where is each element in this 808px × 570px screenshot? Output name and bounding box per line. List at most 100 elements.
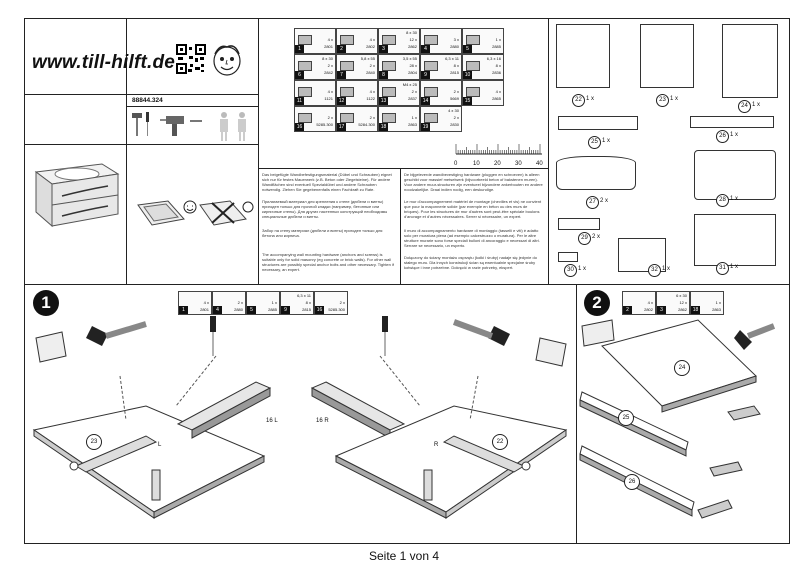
hardware-item: 2 4 x 2802 [336, 28, 378, 54]
hardware-qty: 4 x [327, 37, 333, 42]
hardware-part-icon [424, 61, 438, 71]
panel-label: 24 [674, 360, 690, 376]
note-pl: Dołączony do ściany montażu osprzętu (ko… [404, 255, 537, 270]
panel-label: 22 [492, 434, 508, 450]
hardware-code: 5669 [450, 96, 459, 101]
part-code: 2801 [200, 307, 209, 312]
ruler-tick-label: 30 [515, 161, 522, 167]
side-label: L [158, 442, 162, 448]
panel-number: 26 [716, 130, 729, 143]
hardware-code: 2836 [492, 70, 501, 75]
panel-part [558, 252, 578, 262]
hardware-number: 5 [463, 45, 472, 53]
hardware-number: 2 [337, 45, 346, 53]
hardware-code: 1122 [366, 96, 375, 101]
panel-part [722, 24, 778, 98]
part-code: 2862 [678, 307, 687, 312]
panel-label: 23 [86, 434, 102, 450]
panel-part [558, 218, 600, 230]
part-number: 4 [213, 306, 222, 314]
step-number: 1 [33, 290, 59, 316]
hardware-code: 2840 [366, 70, 375, 75]
hardware-qty: 4 x [369, 37, 375, 42]
panel-part [556, 156, 636, 190]
rail-label: 16 L [266, 418, 278, 424]
hardware-part-icon [382, 35, 396, 45]
website-brand: www.till-hilft.de [32, 52, 176, 73]
use-floor-protection-hint [134, 195, 254, 235]
panel-qty: 1 x [602, 138, 611, 144]
hardware-number: 18 [379, 123, 388, 131]
hardware-number: 19 [421, 123, 430, 131]
note-fr: Le mur d'accompagnement matériel de mont… [404, 199, 542, 219]
part-qty: 12 x [679, 300, 687, 305]
hardware-number: 1 [295, 45, 304, 53]
panel-qty: 2 x [600, 198, 609, 204]
hardware-size: 3,5 x 55 [402, 56, 417, 61]
panel-qty: 1 x [752, 102, 761, 108]
hardware-number: 4 [421, 45, 430, 53]
part-qty: 1 x [271, 300, 277, 305]
hardware-part-icon [424, 87, 438, 97]
part-number: 5 [247, 306, 256, 314]
ruler-tick-label: 20 [494, 161, 501, 167]
divider [126, 18, 127, 284]
hardware-number: 9 [421, 71, 430, 79]
panel-qty: 1 x [662, 266, 671, 272]
part-qty: 4 x [647, 300, 653, 305]
step-part-item: 4 2 x 2880 [212, 291, 246, 315]
drill-icon [160, 116, 184, 136]
panel-part [556, 24, 610, 88]
hardware-code: 2837 [408, 96, 417, 101]
hardware-code: 2802 [366, 44, 375, 49]
panel-qty: 2 x [592, 234, 601, 240]
instruction-sheet [24, 18, 790, 544]
hardware-qty: 2 x [369, 63, 375, 68]
hardware-qty: 3 x [453, 37, 459, 42]
divider [126, 106, 258, 107]
divider [548, 18, 549, 284]
part-code: 5285.300 [328, 307, 345, 312]
hardware-qty: 2 x [327, 63, 333, 68]
divider [576, 284, 577, 544]
divider [258, 168, 548, 169]
part-qty: 8 x [305, 300, 311, 305]
hardware-part-icon [466, 87, 480, 97]
part-qty: 2 x [237, 300, 243, 305]
hardware-code: 5285.300 [316, 122, 333, 127]
part-qty: 2 x [339, 300, 345, 305]
hardware-code: 5284.300 [358, 122, 375, 127]
hardware-number: 12 [337, 97, 346, 105]
panel-qty: 1 x [586, 96, 595, 102]
panel-label: 26 [624, 474, 640, 490]
person-icon [220, 112, 228, 141]
hardware-number: 11 [295, 97, 304, 105]
panel-number: 27 [586, 196, 599, 209]
divider [400, 168, 401, 284]
hardware-qty: 2 x [411, 89, 417, 94]
article-number: 88844.324 [132, 97, 163, 104]
part-number: 18 [691, 306, 700, 314]
measuring-icon [190, 120, 202, 122]
hardware-number: 6 [295, 71, 304, 79]
hardware-code: 2885 [492, 44, 501, 49]
step2-diagram: 24 25 26 [578, 316, 788, 542]
panel-number: 24 [738, 100, 751, 113]
hardware-code: 2815 [450, 70, 459, 75]
hardware-code: 2862 [408, 44, 417, 49]
hardware-qty: 28 x [409, 63, 417, 68]
part-code: 2880 [234, 307, 243, 312]
hardware-part-icon [466, 35, 480, 45]
ruler-tick-label: 0 [454, 161, 458, 167]
hardware-number: 3 [379, 45, 388, 53]
hardware-qty: 4 x [495, 89, 501, 94]
hardware-code: 2865 [492, 96, 501, 101]
part-code: 2802 [644, 307, 653, 312]
part-number: 1 [179, 306, 188, 314]
hardware-part-icon [382, 113, 396, 123]
